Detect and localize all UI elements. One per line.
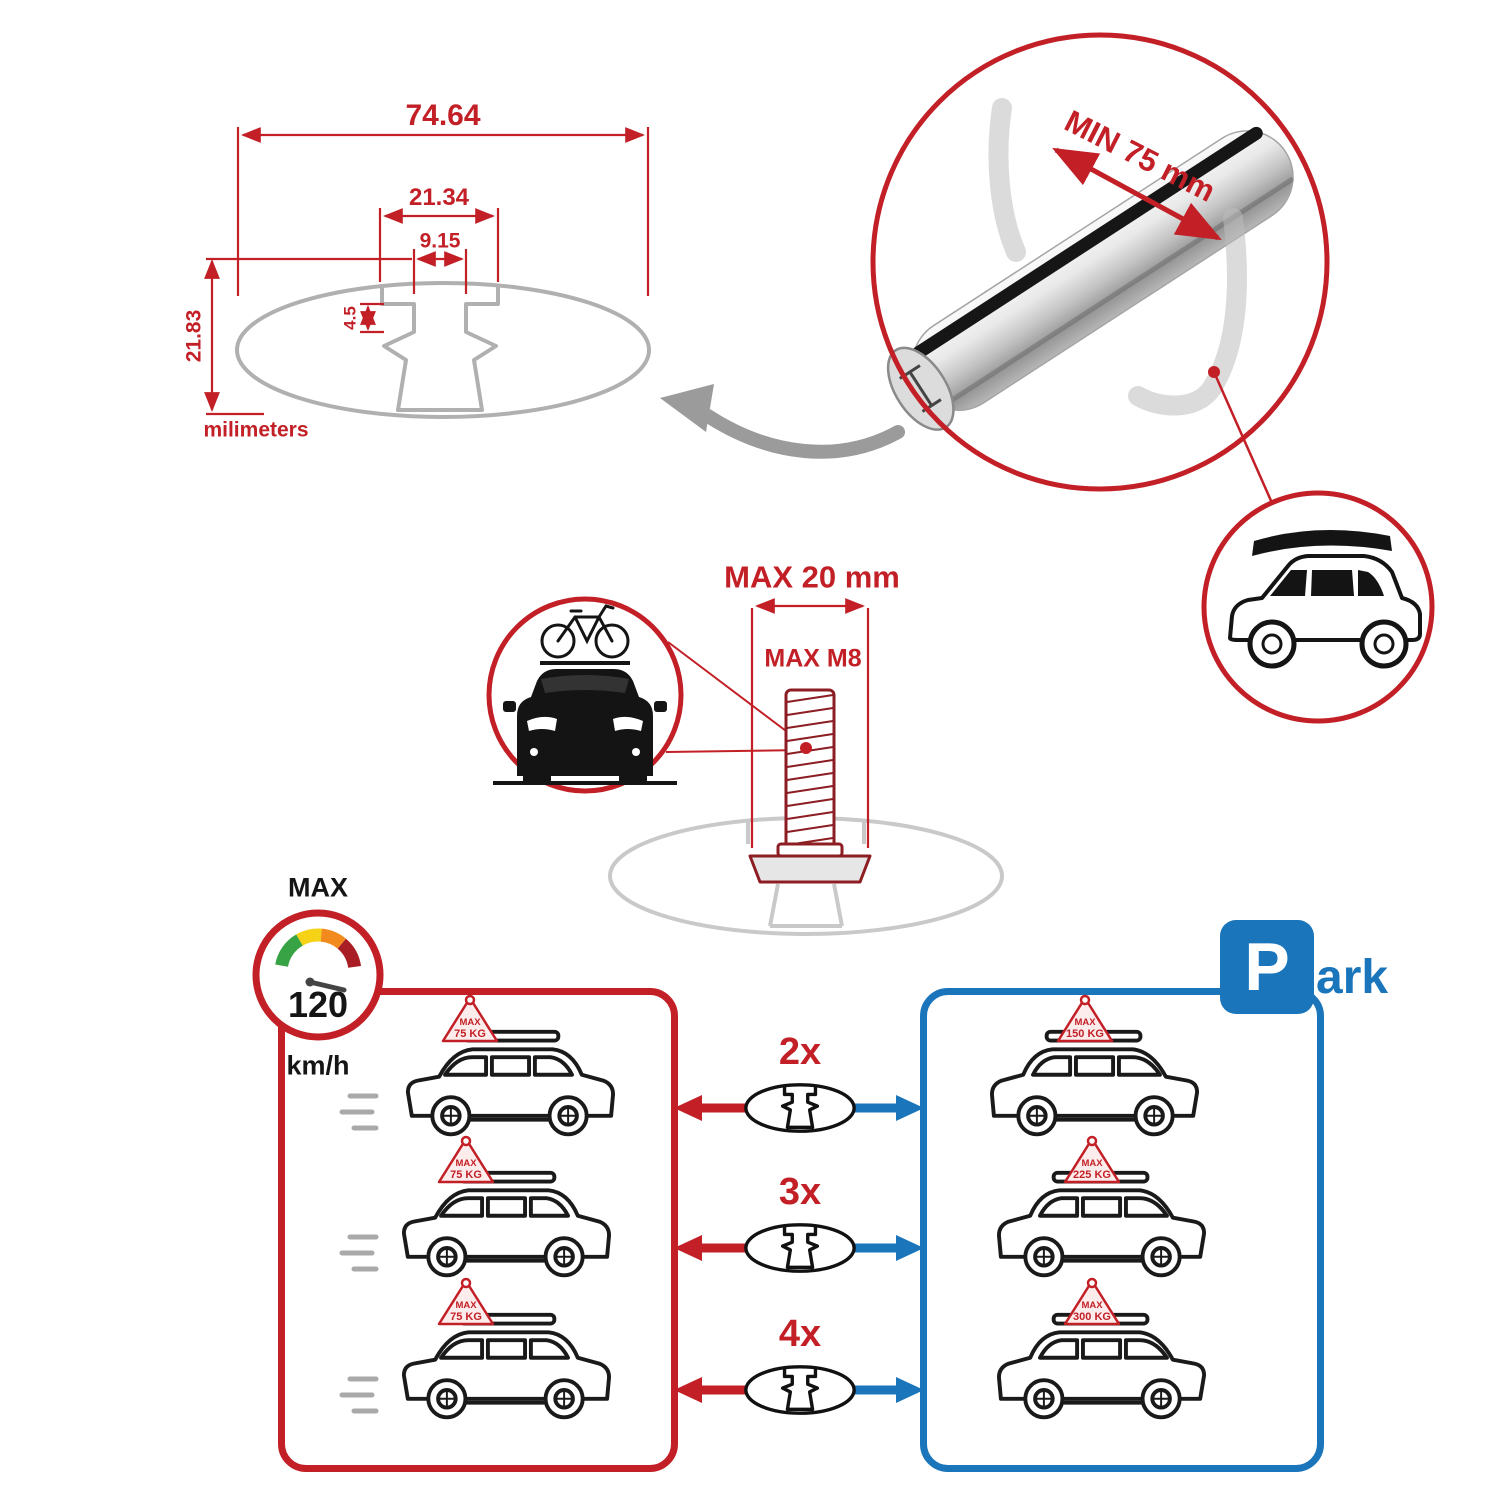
roof-load-sign-1: MAX 75 KG xyxy=(441,994,499,1043)
bolt-max-thread-label: MAX M8 xyxy=(764,644,862,673)
roof-load-sign-3: MAX 75 KG xyxy=(437,1277,495,1326)
multiplier-4x: 4x xyxy=(778,1313,822,1355)
bar-callout-circle xyxy=(870,32,1330,492)
svg-text:225 KG: 225 KG xyxy=(1073,1169,1111,1181)
svg-text:75 KG: 75 KG xyxy=(454,1028,486,1040)
driving-car-2 xyxy=(401,1170,612,1278)
bolt-dimension-lines xyxy=(750,598,870,848)
suv-roofbox-callout xyxy=(1201,490,1435,724)
parking-sign: P xyxy=(1220,920,1314,1014)
multiplier-3x: 3x xyxy=(778,1171,822,1213)
svg-text:MAX: MAX xyxy=(1081,1300,1103,1311)
dim-overall-height: 21.83 xyxy=(182,309,206,363)
dimension-lines xyxy=(204,127,650,416)
units-label: milimeters xyxy=(203,418,309,442)
multiplier-2x: 2x xyxy=(778,1031,822,1073)
svg-text:150 KG: 150 KG xyxy=(1066,1028,1104,1040)
driving-cars: MAX 75 KG MAX 75 KG MAX 75 KG xyxy=(339,994,616,1420)
roof-load-sign-2: MAX 75 KG xyxy=(437,1135,495,1184)
dim-overall-width: 74.64 xyxy=(405,99,481,132)
parking-sign-letter: P xyxy=(1244,929,1290,1005)
callout-line-to-car xyxy=(1212,371,1274,504)
driving-car-1 xyxy=(405,1029,616,1137)
min-span-arrow xyxy=(1052,147,1222,241)
svg-text:MAX: MAX xyxy=(459,1017,481,1028)
svg-text:MAX: MAX xyxy=(455,1300,477,1311)
motion-dashes xyxy=(339,1093,379,1414)
roof-load-sign-300: MAX 300 KG xyxy=(1063,1277,1121,1326)
car-front-body xyxy=(517,669,653,776)
svg-text:75 KG: 75 KG xyxy=(450,1169,482,1181)
dim-slot-width: 9.15 xyxy=(419,229,461,253)
driving-car-3 xyxy=(401,1312,612,1420)
speed-value: 120 xyxy=(287,984,349,1025)
profile-dimension-diagram xyxy=(204,127,651,419)
clamp-strap-left xyxy=(988,98,1026,262)
bar-profile-outline xyxy=(235,281,651,419)
roof-load-sign-225: MAX 225 KG xyxy=(1063,1135,1121,1184)
bolt xyxy=(748,688,872,884)
dim-lip-height: 4.5 xyxy=(340,306,360,330)
roof-load-sign-150: MAX 150 KG xyxy=(1056,994,1114,1043)
gray-pointer-arrow xyxy=(660,384,905,459)
svg-text:MAX: MAX xyxy=(1081,1158,1103,1169)
multiplier-rows xyxy=(674,1083,924,1415)
svg-text:75 KG: 75 KG xyxy=(450,1311,482,1323)
svg-text:MAX: MAX xyxy=(455,1158,477,1169)
driving-panel-frame xyxy=(278,988,678,1472)
svg-text:300 KG: 300 KG xyxy=(1073,1311,1111,1323)
car-front-bike-callout xyxy=(486,596,807,794)
parking-panel-frame xyxy=(920,988,1324,1472)
speed-units: km/h xyxy=(286,1050,350,1081)
speed-max-label: MAX xyxy=(288,872,348,903)
callout-dot xyxy=(1208,366,1220,378)
roof-box xyxy=(1252,530,1392,556)
speedometer-icon xyxy=(252,909,384,1041)
bolt-max-width-label: MAX 20 mm xyxy=(724,559,900,595)
parking-cars: MAX 150 KG MAX 225 KG MAX 300 KG xyxy=(989,994,1207,1420)
bike-icon xyxy=(540,604,630,659)
svg-text:MAX: MAX xyxy=(1074,1017,1096,1028)
dim-channel-width: 21.34 xyxy=(408,184,470,211)
bolt-diagram xyxy=(608,598,1004,936)
bar-photo-callout xyxy=(870,32,1330,504)
parking-sign-suffix: ark xyxy=(1316,951,1389,1004)
